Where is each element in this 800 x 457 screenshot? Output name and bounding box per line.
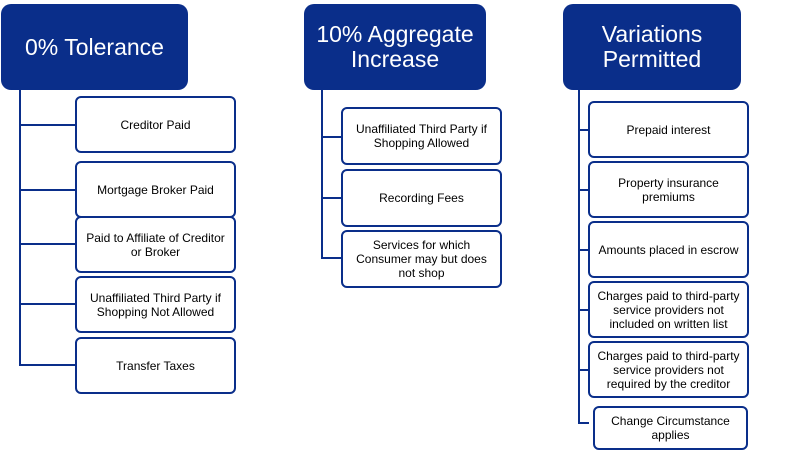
item-prepaid-interest: Prepaid interest [588, 101, 749, 158]
connector-branch [578, 249, 589, 251]
connector-branch [578, 422, 589, 424]
item-unaffiliated-shopping-allowed: Unaffiliated Third Party if Shopping All… [341, 107, 502, 165]
header-variations-permitted: Variations Permitted [563, 4, 741, 90]
header-ten-percent-aggregate: 10% Aggregate Increase [304, 4, 486, 90]
item-property-insurance-premiums: Property insurance premiums [588, 161, 749, 218]
item-recording-fees: Recording Fees [341, 169, 502, 227]
connector-trunk-col1 [19, 90, 21, 365]
item-mortgage-broker-paid: Mortgage Broker Paid [75, 161, 236, 218]
connector-branch [19, 364, 76, 366]
connector-branch [19, 124, 76, 126]
item-change-circumstance-applies: Change Circumstance applies [593, 406, 748, 450]
connector-branch [19, 189, 76, 191]
connector-trunk-col3 [578, 90, 580, 423]
item-charges-not-required-by-creditor: Charges paid to third-party service prov… [588, 341, 749, 398]
header-zero-tolerance: 0% Tolerance [1, 4, 188, 90]
connector-branch [578, 369, 589, 371]
item-unaffiliated-shopping-not-allowed: Unaffiliated Third Party if Shopping Not… [75, 276, 236, 333]
item-paid-to-affiliate: Paid to Affiliate of Creditor or Broker [75, 216, 236, 273]
connector-branch [19, 303, 76, 305]
connector-branch [578, 129, 589, 131]
item-transfer-taxes: Transfer Taxes [75, 337, 236, 394]
item-amounts-placed-in-escrow: Amounts placed in escrow [588, 221, 749, 278]
connector-branch [578, 309, 589, 311]
connector-branch [321, 136, 342, 138]
connector-branch [321, 197, 342, 199]
item-charges-not-on-written-list: Charges paid to third-party service prov… [588, 281, 749, 338]
connector-branch [321, 257, 342, 259]
connector-branch [19, 243, 76, 245]
connector-trunk-col2 [321, 90, 323, 258]
item-creditor-paid: Creditor Paid [75, 96, 236, 153]
connector-branch [578, 189, 589, 191]
item-services-consumer-may-shop: Services for which Consumer may but does… [341, 230, 502, 288]
